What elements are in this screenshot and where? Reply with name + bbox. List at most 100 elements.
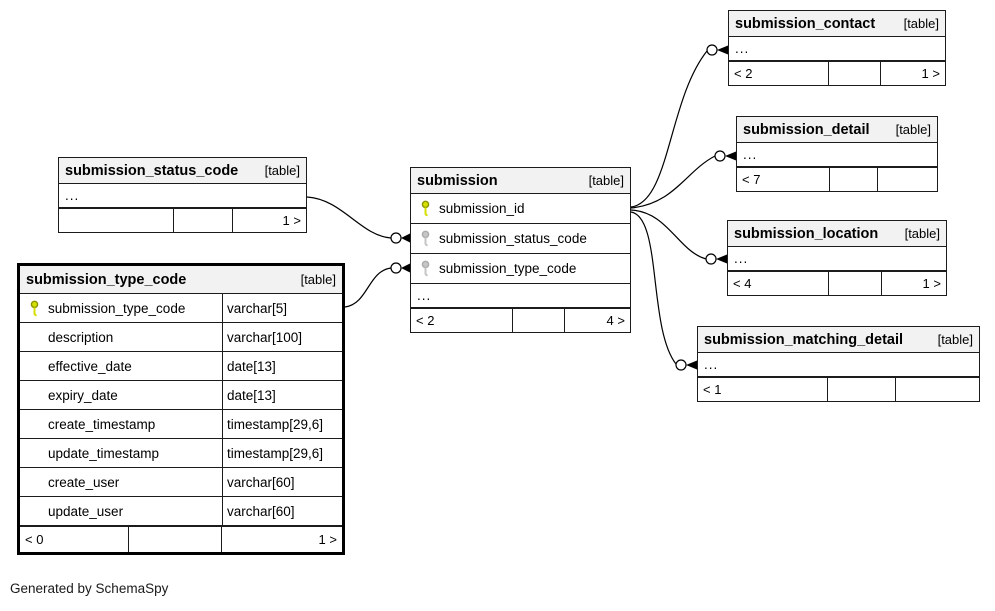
table-footer: < 2 1 >	[729, 61, 945, 85]
table-title: submission	[417, 172, 498, 189]
children-count: < 1	[703, 382, 722, 397]
edge-submission-to-contact	[630, 50, 708, 208]
children-count: < 2	[416, 313, 435, 328]
column-row: submission_type_code	[411, 254, 630, 284]
parents-count: 1 >	[880, 272, 946, 295]
table-footer: 1 >	[59, 208, 306, 232]
column-type: timestamp[29,6]	[222, 410, 342, 438]
foreign-key-icon	[411, 230, 439, 247]
children-count: < 0	[25, 532, 44, 547]
column-row: submission_id	[411, 194, 630, 224]
column-type: varchar[100]	[222, 323, 342, 351]
footer-spacer	[828, 272, 880, 295]
table-submission-type-code[interactable]: submission_type_code [table] submission_…	[17, 263, 345, 555]
table-title: submission_status_code	[65, 162, 239, 179]
generated-by-note: Generated by SchemaSpy	[10, 581, 169, 596]
table-submission-contact[interactable]: submission_contact [table] ... < 2 1 >	[728, 10, 946, 86]
table-footer: < 4 1 >	[728, 271, 946, 295]
table-footer: < 2 4 >	[411, 308, 630, 332]
columns-ellipsis: ...	[698, 353, 979, 377]
table-header: submission [table]	[411, 168, 630, 194]
table-footer: < 1	[698, 377, 979, 401]
column-row: submission_status_code	[411, 224, 630, 254]
column-type: varchar[60]	[222, 468, 342, 496]
parents-count: 4 >	[564, 309, 630, 332]
table-badge: [table]	[904, 226, 940, 241]
column-name: description	[48, 329, 114, 345]
crow-foot-arrow	[401, 233, 410, 243]
table-header: submission_contact [table]	[729, 11, 945, 37]
connector-circle	[390, 232, 402, 244]
table-badge: [table]	[937, 332, 973, 347]
edge-type-to-submission	[344, 267, 392, 308]
columns-ellipsis: ...	[729, 37, 945, 61]
crow-foot-arrow	[716, 254, 727, 264]
primary-key-icon	[20, 300, 48, 317]
foreign-key-icon	[411, 260, 439, 277]
footer-spacer	[828, 62, 880, 85]
column-type: timestamp[29,6]	[222, 439, 342, 467]
edge-submission-to-location	[630, 209, 707, 260]
children-count: < 2	[734, 66, 753, 81]
crow-foot-arrow	[725, 151, 736, 161]
table-submission[interactable]: submission [table] submission_id submiss…	[410, 167, 631, 333]
table-title: submission_contact	[735, 15, 876, 32]
crow-foot-arrow	[717, 45, 728, 55]
parents-count: 1 >	[880, 62, 945, 85]
table-badge: [table]	[300, 272, 336, 287]
column-row: submission_type_code varchar[5]	[20, 294, 342, 323]
table-header: submission_matching_detail [table]	[698, 327, 979, 353]
connector-circle	[706, 44, 718, 56]
column-type: varchar[5]	[222, 294, 342, 322]
table-submission-matching-detail[interactable]: submission_matching_detail [table] ... <…	[697, 326, 980, 402]
parents-count: 1 >	[231, 209, 306, 232]
primary-key-icon	[411, 200, 439, 217]
table-title: submission_location	[734, 225, 879, 242]
columns-ellipsis: ...	[737, 143, 937, 167]
table-title: submission_matching_detail	[704, 331, 904, 348]
column-row: effective_date date[13]	[20, 352, 342, 381]
parents-count	[894, 378, 979, 401]
column-name: submission_type_code	[439, 261, 577, 276]
table-badge: [table]	[903, 16, 939, 31]
edge-submission-to-matching	[630, 211, 677, 365]
table-header: submission_location [table]	[728, 221, 946, 247]
footer-spacer	[829, 168, 877, 191]
table-title: submission_type_code	[26, 271, 187, 288]
columns-ellipsis: ...	[728, 247, 946, 271]
column-type: date[13]	[222, 352, 342, 380]
connector-circle	[705, 253, 717, 265]
connector-circle	[714, 150, 726, 162]
footer-spacer	[511, 309, 565, 332]
table-title: submission_detail	[743, 121, 870, 138]
children-count	[59, 209, 173, 232]
children-count: < 4	[733, 276, 752, 291]
parents-count: 1 >	[221, 527, 342, 552]
connector-circle	[390, 262, 402, 274]
column-row: create_timestamp timestamp[29,6]	[20, 410, 342, 439]
column-name: create_user	[48, 474, 120, 490]
edge-submission-to-detail	[630, 155, 716, 209]
columns-ellipsis: ...	[59, 184, 306, 208]
column-type: varchar[60]	[222, 497, 342, 525]
edge-status-to-submission	[306, 196, 392, 239]
table-submission-detail[interactable]: submission_detail [table] ... < 7	[736, 116, 938, 192]
table-badge: [table]	[588, 173, 624, 188]
footer-spacer	[172, 209, 232, 232]
table-header: submission_type_code [table]	[20, 266, 342, 294]
column-name: create_timestamp	[48, 416, 156, 432]
table-badge: [table]	[895, 122, 931, 137]
table-badge: [table]	[264, 163, 300, 178]
parents-count	[877, 168, 937, 191]
column-row: update_timestamp timestamp[29,6]	[20, 439, 342, 468]
table-header: submission_status_code [table]	[59, 158, 306, 184]
table-footer: < 0 1 >	[20, 526, 342, 552]
connector-circle	[675, 359, 687, 371]
crow-foot-arrow	[401, 263, 410, 273]
footer-spacer	[827, 378, 894, 401]
table-submission-location[interactable]: submission_location [table] ... < 4 1 >	[727, 220, 947, 296]
column-name: effective_date	[48, 358, 132, 374]
table-submission-status-code[interactable]: submission_status_code [table] ... 1 >	[58, 157, 307, 233]
table-footer: < 7	[737, 167, 937, 191]
